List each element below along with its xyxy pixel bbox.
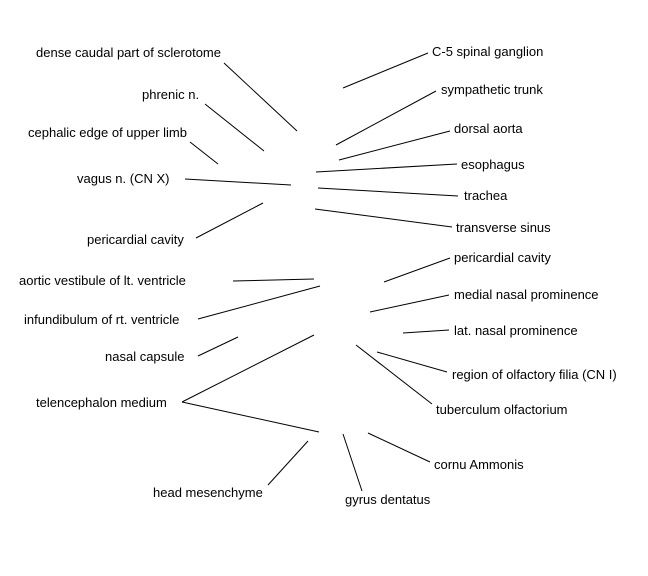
leader-phrenic-n <box>204 103 265 152</box>
leader-vagus-n <box>184 178 292 186</box>
leader-gyrus-dentatus <box>342 433 363 492</box>
leader-telencephalon-upper <box>181 334 315 403</box>
label-dense-caudal-sclerotome: dense caudal part of sclerotome <box>36 45 221 60</box>
leader-c5-spinal-ganglion <box>342 52 429 89</box>
label-trachea: trachea <box>464 188 508 203</box>
label-transverse-sinus: transverse sinus <box>456 220 551 235</box>
label-vagus-n: vagus n. (CN X) <box>77 171 170 186</box>
label-olfactory-filia: region of olfactory filia (CN I) <box>452 367 617 382</box>
leader-dense-caudal-sclerotome <box>223 62 298 132</box>
label-pericardial-cavity-left: pericardial cavity <box>87 232 184 247</box>
leader-infundibulum <box>197 285 321 320</box>
label-tuberculum-olfactorium: tuberculum olfactorium <box>436 402 568 417</box>
leader-pericardial-cavity-left <box>195 202 264 239</box>
leader-esophagus <box>315 163 458 173</box>
leader-sympathetic-trunk <box>335 90 437 146</box>
label-gyrus-dentatus: gyrus dentatus <box>345 492 431 507</box>
label-infundibulum: infundibulum of rt. ventricle <box>24 312 180 327</box>
leader-head-mesenchyme <box>267 440 309 486</box>
leader-nasal-capsule <box>197 336 239 357</box>
leader-cornu-ammonis <box>367 432 431 463</box>
label-sympathetic-trunk: sympathetic trunk <box>441 82 543 97</box>
label-nasal-capsule: nasal capsule <box>105 349 185 364</box>
label-telencephalon-medium: telencephalon medium <box>36 395 167 410</box>
leader-cephalic-edge-upper-limb <box>189 141 219 165</box>
leader-transverse-sinus <box>314 208 453 228</box>
label-cornu-ammonis: cornu Ammonis <box>434 457 524 472</box>
label-pericardial-cavity-right: pericardial cavity <box>454 250 551 265</box>
label-aortic-vestibule: aortic vestibule of lt. ventricle <box>19 273 186 288</box>
label-cephalic-edge-upper-limb: cephalic edge of upper limb <box>28 125 187 140</box>
leader-dorsal-aorta <box>338 130 451 161</box>
leader-telencephalon-lower <box>181 401 320 433</box>
label-esophagus: esophagus <box>461 157 525 172</box>
leader-tuberculum-olfactorium <box>355 344 433 405</box>
label-c5-spinal-ganglion: C-5 spinal ganglion <box>432 44 544 59</box>
leader-trachea <box>317 187 459 197</box>
label-head-mesenchyme: head mesenchyme <box>153 485 263 500</box>
leader-aortic-vestibule <box>232 278 315 282</box>
leader-olfactory-filia <box>376 351 448 373</box>
label-phrenic-n: phrenic n. <box>142 87 200 102</box>
leader-lat-nasal-prominence <box>402 329 450 334</box>
label-dorsal-aorta: dorsal aorta <box>454 121 523 136</box>
label-lat-nasal-prominence: lat. nasal prominence <box>454 323 578 338</box>
label-medial-nasal-prominence: medial nasal prominence <box>454 287 599 302</box>
leader-medial-nasal-prominence <box>369 294 450 313</box>
leader-pericardial-cavity-right <box>383 257 451 283</box>
